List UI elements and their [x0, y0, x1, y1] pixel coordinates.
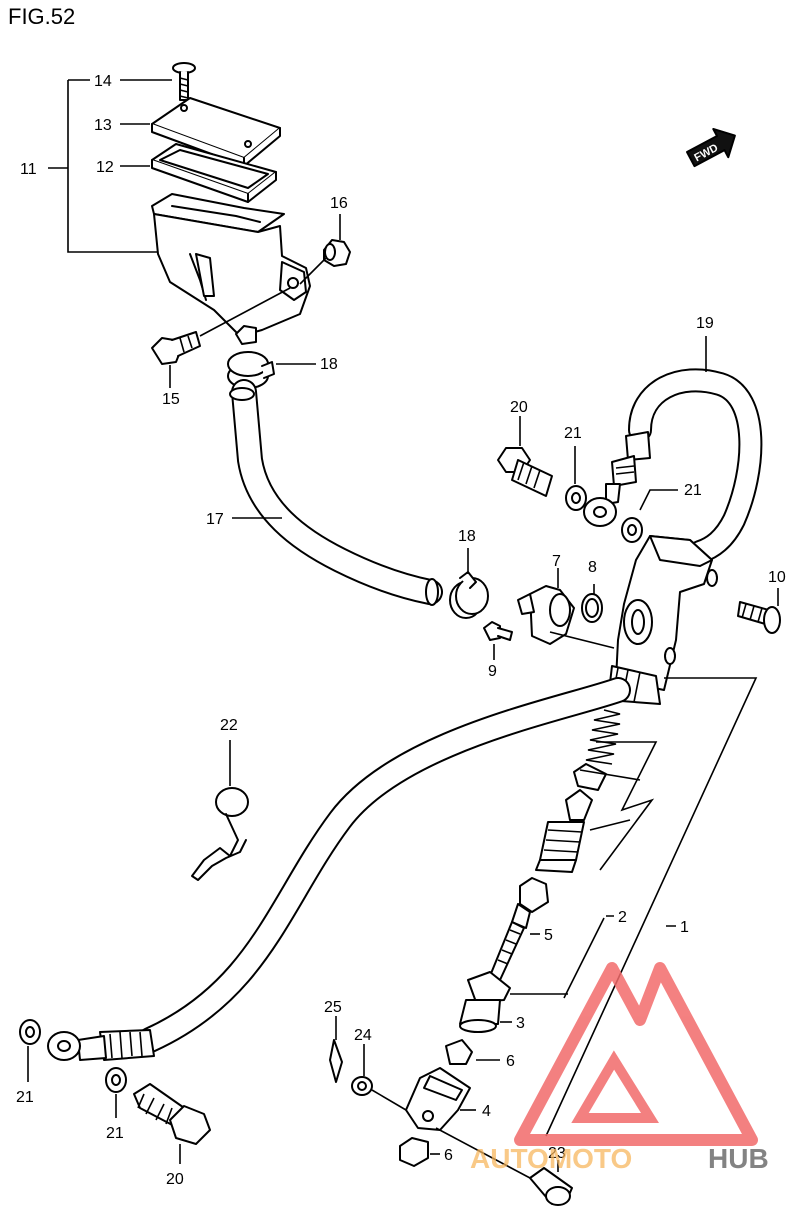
automotohub-watermark-logo: AUTOMOTO HUB — [470, 962, 769, 1174]
screw-9 — [483, 621, 513, 660]
clevis-4 — [405, 1067, 476, 1131]
cotter-pin-25 — [329, 1016, 343, 1083]
callout-16: 16 — [330, 195, 348, 212]
bolt-10 — [737, 588, 781, 634]
callout-21-d: 21 — [106, 1125, 124, 1142]
callout-10: 10 — [768, 569, 786, 586]
fwd-arrow-icon: FWD — [686, 127, 736, 168]
brake-hose-19 — [583, 336, 763, 564]
pin-23 — [435, 1127, 573, 1206]
watermark-text-part2: HUB — [708, 1143, 769, 1174]
piston — [535, 789, 593, 873]
callout-12: 12 — [96, 159, 114, 176]
callout-11: 11 — [20, 161, 37, 178]
callout-21-a: 21 — [564, 425, 582, 442]
callout-22: 22 — [220, 717, 238, 734]
push-rod-5 — [489, 877, 549, 981]
bolt-15 — [151, 287, 291, 388]
callout-19: 19 — [696, 315, 714, 332]
callout-18-lower: 18 — [458, 528, 476, 545]
bushing-6-b — [399, 1137, 440, 1167]
callout-14: 14 — [94, 73, 112, 90]
callout-18-upper: 18 — [320, 356, 338, 373]
callout-21-b: 21 — [684, 482, 702, 499]
reservoir-hose-17 — [229, 379, 443, 606]
callout-6-b: 6 — [444, 1147, 453, 1164]
callout-17: 17 — [206, 511, 224, 528]
callout-8: 8 — [588, 559, 597, 576]
washer-21-a — [565, 446, 587, 511]
washer-21-b — [621, 489, 678, 543]
lower-brake-hose — [47, 677, 631, 1061]
washer-21-d — [105, 1067, 127, 1118]
o-ring-8 — [581, 584, 603, 623]
hose-clamp-18-lower — [449, 548, 489, 619]
callout-23: 23 — [548, 1145, 566, 1162]
washer-21-c — [19, 1019, 41, 1082]
primary-cup — [573, 763, 607, 791]
bracket-2 — [510, 741, 658, 999]
nut-16 — [299, 214, 351, 285]
bushing-6-a — [445, 1039, 500, 1065]
spring — [585, 709, 621, 765]
callout-24: 24 — [354, 1027, 372, 1044]
banjo-bolt-20-upper — [497, 416, 553, 497]
callout-1: 1 — [680, 919, 689, 936]
callout-20-upper: 20 — [510, 399, 528, 416]
banjo-bolt-20-lower — [133, 1083, 211, 1164]
diaphragm-12 — [151, 143, 277, 203]
bracket-1 — [545, 677, 758, 1137]
boot-3 — [459, 971, 512, 1033]
callout-6-a: 6 — [506, 1053, 515, 1070]
callout-15: 15 — [162, 391, 180, 408]
callout-13: 13 — [94, 117, 112, 134]
screw-14 — [172, 62, 196, 101]
reservoir-cap-13 — [151, 97, 281, 167]
watermark-text-part1: AUTOMOTO — [470, 1143, 632, 1174]
bracket-11 — [48, 79, 160, 253]
callout-2: 2 — [618, 909, 627, 926]
hose-clip-22 — [191, 740, 249, 881]
callout-20-lower: 20 — [166, 1171, 184, 1188]
hose-clamp-18-upper — [227, 351, 316, 389]
callout-3: 3 — [516, 1015, 525, 1032]
callout-21-c: 21 — [16, 1089, 34, 1106]
reservoir-body-11 — [151, 193, 311, 345]
washer-24 — [351, 1044, 407, 1111]
union-7 — [517, 568, 615, 649]
callout-4: 4 — [482, 1103, 491, 1120]
callout-7: 7 — [552, 553, 561, 570]
callout-25: 25 — [324, 999, 342, 1016]
figure-title: FIG.52 — [8, 4, 75, 29]
callout-9: 9 — [488, 663, 497, 680]
callout-5: 5 — [544, 927, 553, 944]
